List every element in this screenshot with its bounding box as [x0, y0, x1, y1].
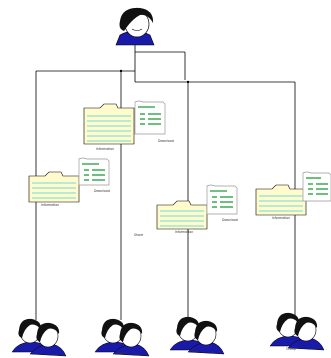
user-group-icon[interactable]	[169, 316, 225, 355]
junction-dots	[119, 69, 190, 84]
shared-folder-icon[interactable]	[255, 184, 307, 216]
folder-caption: Information	[272, 216, 290, 220]
doc-caption: Download	[222, 218, 238, 222]
doc-caption: Download	[94, 189, 110, 193]
user-head-icon[interactable]	[115, 7, 155, 46]
shared-folder-icon[interactable]	[83, 103, 135, 145]
document-icon[interactable]	[134, 100, 166, 135]
shared-folder-icon[interactable]	[28, 171, 80, 203]
user-group-icon[interactable]	[11, 318, 67, 357]
user-group-icon[interactable]	[269, 312, 325, 351]
group-caption: Group	[286, 347, 296, 351]
folder-caption: Information	[41, 203, 59, 207]
folder-caption: Information	[96, 147, 114, 151]
document-icon[interactable]	[206, 184, 238, 215]
document-icon[interactable]	[78, 157, 110, 186]
shared-folder-icon[interactable]	[156, 200, 208, 230]
document-icon[interactable]	[302, 171, 331, 202]
center-label: Share	[134, 233, 143, 237]
group-caption: Group	[116, 351, 126, 355]
group-caption: Group	[189, 349, 199, 353]
user-group-icon[interactable]	[94, 318, 150, 357]
folder-caption: Information	[175, 230, 193, 234]
doc-caption: Download	[158, 139, 174, 143]
